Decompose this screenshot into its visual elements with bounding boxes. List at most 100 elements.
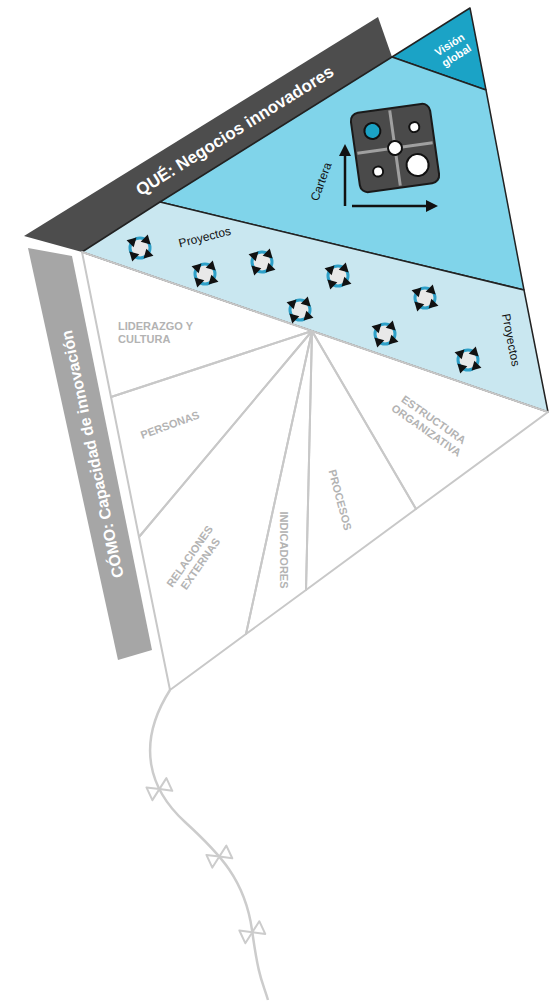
- text-holder: INDICADORES: [278, 511, 291, 588]
- project-cycle-icon: [191, 260, 219, 288]
- cycle-arrowhead: [371, 334, 384, 347]
- cycle-arrowhead: [372, 320, 385, 333]
- cycle-core: [253, 253, 271, 271]
- cycle-arrowhead: [205, 275, 218, 288]
- projects-band: ProyectosProyectos: [82, 202, 548, 412]
- projects-band-shape: [82, 202, 548, 412]
- project-cycle-icon: [126, 234, 154, 262]
- shape-outline: [139, 331, 312, 690]
- shape-outline: [82, 252, 312, 397]
- matrix-cross: [352, 105, 438, 191]
- node-label: LIDERAZGO Y CULTURA: [118, 320, 210, 345]
- node-label: RELACIONES EXTERNAS: [164, 523, 226, 597]
- axis-arrowhead: [339, 144, 351, 156]
- cycle-arrowhead: [140, 249, 153, 262]
- cycle-arrowhead: [468, 361, 481, 374]
- capability-sector: PROCESOS: [306, 331, 416, 590]
- cycle-ring: [195, 264, 215, 284]
- capability-sector-shape: [312, 331, 548, 509]
- axis-arrow: [344, 154, 347, 206]
- cycle-arrowhead: [338, 277, 351, 290]
- shape-outline: [82, 202, 548, 412]
- cycle-arrowhead: [324, 276, 337, 289]
- text-holder: RELACIONES EXTERNAS: [164, 523, 226, 597]
- shape-outline: [246, 331, 312, 634]
- project-cycle-icon: [324, 262, 352, 290]
- cycle-core: [416, 289, 434, 307]
- matrix-frame: [350, 103, 440, 193]
- cycle-ring: [458, 350, 478, 370]
- cycle-ring: [290, 300, 310, 320]
- cycle-arrowhead: [412, 284, 425, 297]
- cycle-arrowhead: [249, 248, 262, 261]
- cycle-arrowhead: [287, 296, 300, 309]
- cycle-arrowhead: [455, 346, 468, 359]
- cycle-arrowhead: [192, 260, 205, 273]
- capability-sector-shape: [139, 331, 312, 690]
- project-cycle-icon: [411, 284, 439, 312]
- project-cycle-icon: [286, 296, 314, 324]
- axis-arrowhead: [426, 200, 438, 212]
- capability-sector-shape: [246, 331, 312, 634]
- cycle-arrowhead: [286, 310, 299, 323]
- cycle-ring: [130, 238, 150, 258]
- cycle-core: [291, 301, 309, 319]
- capability-sector-shape: [111, 331, 312, 537]
- node-label: PROCESOS: [326, 468, 354, 532]
- cycle-arrowhead: [411, 298, 424, 311]
- cycle-arrowhead: [262, 263, 275, 276]
- cycle-arrowhead: [385, 335, 398, 348]
- cycle-arrowhead: [469, 347, 482, 360]
- cycle-core: [329, 267, 347, 285]
- cycle-core: [131, 239, 149, 257]
- tail-bow: [206, 846, 232, 868]
- portfolio-bubble: [409, 121, 420, 132]
- capability-sector: ESTRUCTURA ORGANIZATIVA: [312, 331, 548, 509]
- capability-sector: INDICADORES: [246, 331, 312, 634]
- capability-sector: PERSONAS: [111, 331, 312, 537]
- cycle-core: [376, 325, 394, 343]
- cycle-arrowhead: [263, 249, 276, 262]
- cycle-core: [459, 351, 477, 369]
- cycle-arrowhead: [126, 248, 139, 261]
- cycle-arrowhead: [141, 235, 154, 248]
- cycle-ring: [252, 252, 272, 272]
- tail-bow: [239, 921, 265, 943]
- cycle-arrowhead: [426, 285, 439, 298]
- cycle-arrowhead: [425, 299, 438, 312]
- node-label: ESTRUCTURA ORGANIZATIVA: [389, 391, 471, 459]
- project-cycle-icon: [454, 346, 482, 374]
- cycle-arrowhead: [248, 262, 261, 275]
- capability-band: CÓMO: Capacidad de innovación: [28, 248, 152, 660]
- capability-sector-shape: [306, 331, 416, 590]
- capability-band-shape: [28, 248, 152, 660]
- cycle-arrowhead: [127, 234, 140, 247]
- node-label: INDICADORES: [278, 511, 291, 588]
- portfolio-matrix: [350, 103, 440, 193]
- node-label: PERSONAS: [139, 409, 201, 442]
- text-holder: LIDERAZGO Y CULTURA: [118, 320, 210, 345]
- capability-sector: RELACIONES EXTERNAS: [139, 331, 312, 690]
- portfolio-bubble: [405, 153, 430, 178]
- cycle-arrowhead: [325, 262, 338, 275]
- tail-bow: [146, 778, 172, 800]
- cycle-arrowhead: [454, 360, 467, 373]
- capability-sector-shape: [82, 252, 312, 397]
- kite-string: [150, 690, 268, 1000]
- cycle-core: [196, 265, 214, 283]
- cycle-arrowhead: [339, 263, 352, 276]
- text-holder: PERSONAS: [139, 409, 201, 442]
- axis-arrow: [352, 205, 428, 208]
- capability-sector: LIDERAZGO Y CULTURA: [82, 252, 312, 397]
- cycle-arrowhead: [301, 297, 314, 310]
- portfolio-bubble: [363, 122, 381, 140]
- portfolio-bubble: [387, 140, 403, 156]
- shape-outline: [306, 331, 416, 590]
- cycle-arrowhead: [386, 321, 399, 334]
- cycle-arrowhead: [300, 311, 313, 324]
- portfolio-bubble: [372, 166, 383, 177]
- project-cycle-icon: [371, 320, 399, 348]
